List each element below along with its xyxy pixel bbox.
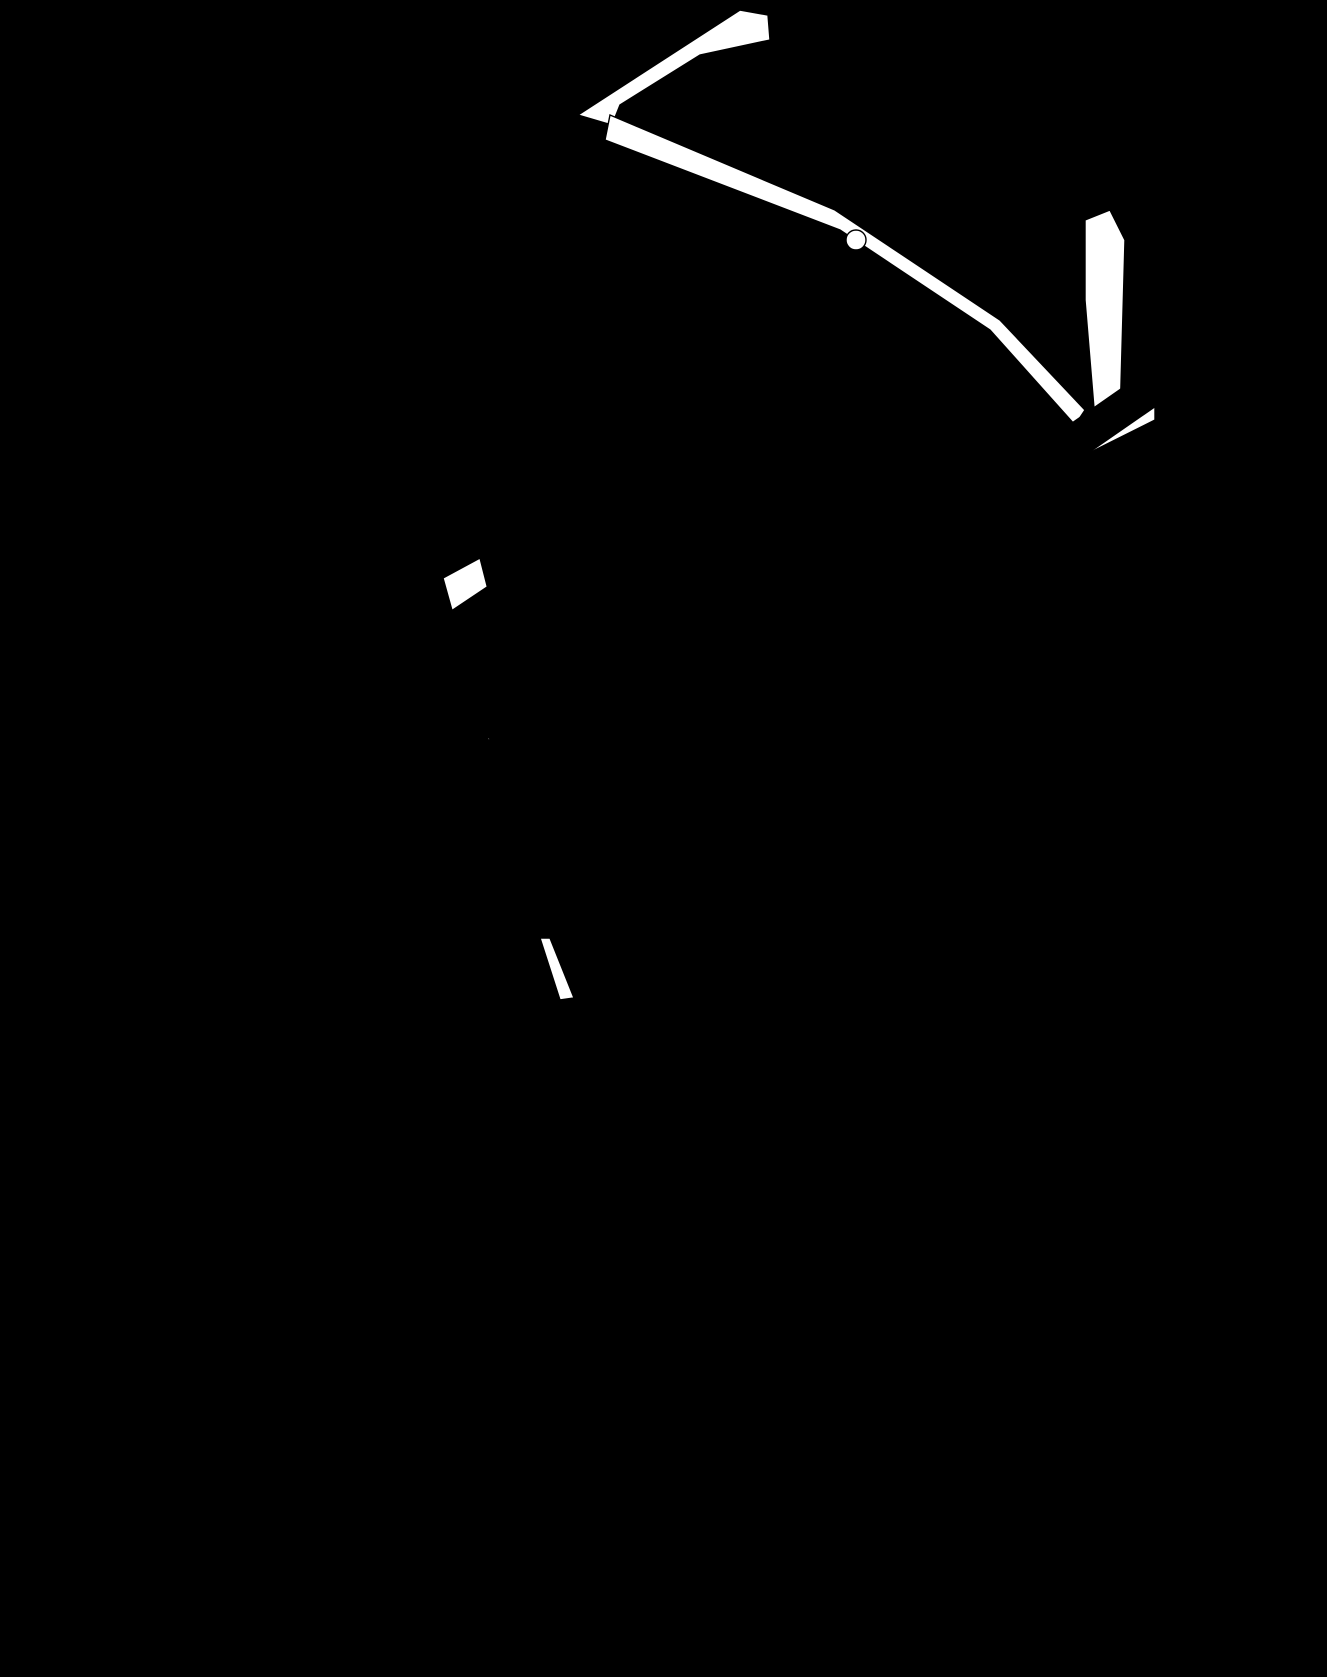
right-handrail-assembly — [744, 209, 1281, 721]
bolt-icon — [369, 21, 383, 73]
upper-wire — [1059, 709, 1151, 721]
left-foot-cover — [158, 1019, 279, 1111]
handlebar-grip-left — [576, 9, 771, 126]
lower-wire — [899, 1329, 1161, 1371]
roller-wheel-icon — [573, 1633, 607, 1667]
right-rear-cover — [434, 1444, 616, 1586]
sensor-icon — [845, 229, 867, 251]
left-rear-cover — [44, 924, 211, 1061]
bolt-icon — [1159, 209, 1173, 261]
wire-harness — [899, 709, 1161, 1371]
right-upright-post — [1014, 718, 1221, 1521]
small-decal — [539, 937, 575, 1001]
hardware-callouts — [119, 984, 1291, 1651]
frame-covers — [44, 924, 616, 1586]
roller-wheel-icon — [1268, 1226, 1302, 1260]
motor-hood — [399, 564, 1001, 961]
washer-icon — [361, 106, 379, 124]
roller-wheel-icon — [118, 1388, 152, 1422]
right-foot-cover — [384, 1399, 522, 1502]
bolt-icon — [295, 54, 309, 106]
roller-wheel-icon — [708, 1043, 742, 1077]
left-handrail-assembly — [5, 21, 401, 550]
handlebar-grip-right — [1084, 209, 1126, 421]
base-frame — [118, 1029, 1302, 1677]
washer-icon — [297, 136, 315, 154]
bolt-icon — [1217, 209, 1231, 271]
